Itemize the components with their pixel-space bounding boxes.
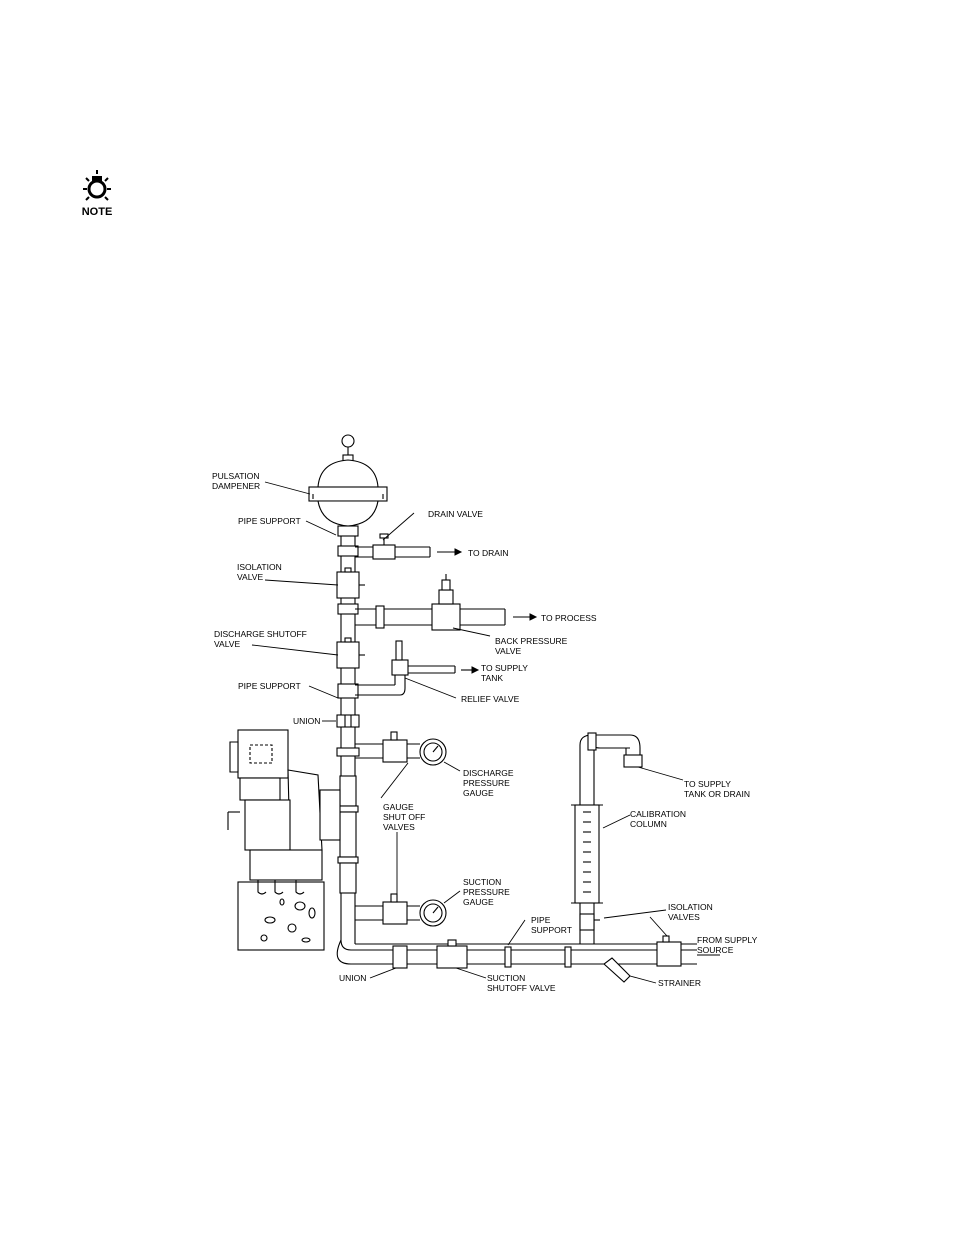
label-discharge-pressure-gauge-2: PRESSURE: [463, 778, 510, 788]
label-union-bottom: UNION: [339, 973, 366, 983]
label-gauge-shut-off-valves-3: VALVES: [383, 822, 415, 832]
metering-pump: [227, 729, 341, 951]
label-pulsation-dampener-2: DAMPENER: [212, 481, 260, 491]
label-pipe-support-bottom-1: PIPE: [531, 915, 551, 925]
calibration-column: [571, 732, 643, 944]
lightbulb-icon: [83, 170, 111, 201]
isolation-valve: [336, 567, 365, 599]
label-suction-pressure-gauge-1: SUCTION: [463, 877, 501, 887]
label-discharge-shutoff-valve-1: DISCHARGE SHUTOFF: [214, 629, 307, 639]
label-to-supply-tank-or-drain-2: TANK OR DRAIN: [684, 789, 750, 799]
label-drain-valve: DRAIN VALVE: [428, 509, 483, 519]
label-relief-valve: RELIEF VALVE: [461, 694, 520, 704]
label-isolation-valve-2: VALVE: [237, 572, 263, 582]
label-suction-pressure-gauge-2: PRESSURE: [463, 887, 510, 897]
relief-branch: [355, 640, 480, 696]
labels: PULSATION DAMPENER PIPE SUPPORT DRAIN VA…: [212, 471, 758, 993]
label-union-top: UNION: [293, 716, 320, 726]
label-suction-shutoff-valve-1: SUCTION: [487, 973, 525, 983]
pulsation-dampener: [308, 434, 388, 537]
label-to-supply-tank-2: TANK: [481, 673, 503, 683]
label-isolation-valves-1: ISOLATION: [668, 902, 713, 912]
leader-lines: [251, 481, 720, 984]
process-branch: [355, 574, 538, 631]
label-discharge-shutoff-valve-2: VALVE: [214, 639, 240, 649]
discharge-shutoff-valve: [336, 637, 365, 669]
label-suction-shutoff-valve-2: SHUTOFF VALVE: [487, 983, 556, 993]
note-callout: NOTE: [78, 170, 116, 222]
discharge-gauge-branch: [355, 731, 447, 766]
suction-line: [336, 935, 697, 983]
label-pipe-support-bottom-2: SUPPORT: [531, 925, 572, 935]
label-discharge-pressure-gauge-3: GAUGE: [463, 788, 494, 798]
label-pulsation-dampener-1: PULSATION: [212, 471, 260, 481]
label-to-process: TO PROCESS: [541, 613, 597, 623]
label-calibration-column-1: CALIBRATION: [630, 809, 686, 819]
label-isolation-valves-2: VALVES: [668, 912, 700, 922]
label-to-supply-tank-1: TO SUPPLY: [481, 663, 528, 673]
label-back-pressure-valve-1: BACK PRESSURE: [495, 636, 568, 646]
label-to-supply-tank-or-drain-1: TO SUPPLY: [684, 779, 731, 789]
drain-branch: [355, 533, 463, 560]
label-back-pressure-valve-2: VALVE: [495, 646, 521, 656]
label-pipe-support-top: PIPE SUPPORT: [238, 516, 301, 526]
label-strainer: STRAINER: [658, 978, 701, 988]
discharge-pipe: [336, 536, 360, 944]
label-calibration-column-2: COLUMN: [630, 819, 667, 829]
label-suction-pressure-gauge-3: GAUGE: [463, 897, 494, 907]
label-pipe-support-mid: PIPE SUPPORT: [238, 681, 301, 691]
note-label: NOTE: [81, 206, 113, 218]
label-from-supply-source-1: FROM SUPPLY: [697, 935, 758, 945]
label-gauge-shut-off-valves-1: GAUGE: [383, 802, 414, 812]
label-gauge-shut-off-valves-2: SHUT OFF: [383, 812, 425, 822]
suction-gauge-branch: [355, 893, 447, 927]
label-from-supply-source-2: SOURCE: [697, 945, 734, 955]
label-discharge-pressure-gauge-1: DISCHARGE: [463, 768, 514, 778]
label-to-drain: TO DRAIN: [468, 548, 508, 558]
label-isolation-valve-1: ISOLATION: [237, 562, 282, 572]
